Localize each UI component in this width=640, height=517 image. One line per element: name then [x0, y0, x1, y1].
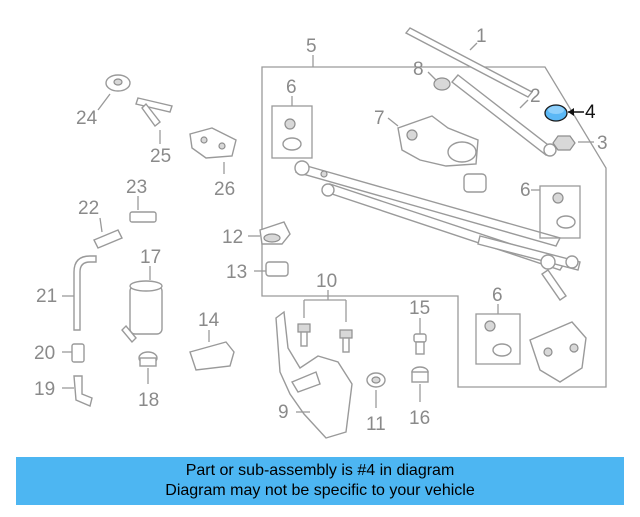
callout-22: 22: [78, 198, 99, 219]
callout-9: 9: [278, 402, 289, 423]
nut-part: [552, 135, 594, 151]
washer-reservoir-part-9: [275, 310, 353, 439]
grommet-part-16: [411, 366, 429, 402]
bushing-part: [463, 173, 487, 193]
wiper-motor-part: [387, 115, 479, 167]
cover-part: [427, 71, 451, 91]
cap-part-13: [254, 261, 289, 277]
callout-21: 21: [36, 286, 57, 307]
washer-pump-part-17: [121, 266, 163, 344]
callout-14: 14: [198, 310, 220, 331]
connector-part-22: [93, 217, 123, 249]
callout-8: 8: [413, 59, 424, 80]
callout-23: 23: [126, 177, 147, 198]
elbow-part-19: [62, 375, 93, 407]
bolts-part-10: [297, 290, 353, 353]
cap-part-highlighted: [544, 104, 584, 122]
grommet-box-lower: [475, 304, 521, 365]
callout-15: 15: [409, 298, 430, 319]
connector-part-23: [129, 196, 157, 223]
callout-1: 1: [476, 26, 487, 47]
callout-17: 17: [140, 247, 161, 268]
banner-line-disclaimer: Diagram may not be specific to your vehi…: [165, 482, 475, 499]
info-banner: Part or sub-assembly is #4 in diagram Di…: [16, 457, 624, 505]
washer-jet-part-26: [189, 127, 237, 174]
callout-25: 25: [150, 146, 171, 167]
wiper-arm-part: [450, 74, 557, 157]
callout-10: 10: [316, 271, 337, 292]
callout-20: 20: [34, 343, 55, 364]
callout-3: 3: [597, 133, 608, 154]
callout-18: 18: [138, 390, 159, 411]
linkage-frame-outline: [261, 66, 607, 388]
clip-part-12: [248, 221, 291, 245]
callout-6-right: 6: [520, 180, 531, 201]
grommet-part-24: [97, 74, 131, 111]
grommet-part-15: [413, 318, 427, 355]
grommet-box-left: [271, 96, 313, 159]
bracket-part-14: [189, 330, 235, 371]
callout-4: 4: [585, 102, 596, 123]
banner-line-part-number: Part or sub-assembly is #4 in diagram: [185, 462, 455, 479]
grommet-part-18: [138, 351, 158, 384]
callout-13: 13: [226, 262, 247, 283]
bushing-part-20: [62, 343, 85, 363]
arm-part-25: [135, 97, 173, 144]
callout-7: 7: [374, 108, 385, 129]
grommet-box-right: [531, 185, 581, 239]
grommet-part-11: [366, 372, 386, 408]
callout-26: 26: [214, 179, 235, 200]
linkage-assembly-part: [294, 160, 581, 301]
callout-6-lower: 6: [492, 285, 503, 306]
callout-12: 12: [222, 227, 243, 248]
callout-5: 5: [306, 36, 317, 57]
callout-24: 24: [76, 108, 98, 129]
callout-2: 2: [530, 86, 541, 107]
hose-part-21: [62, 255, 97, 331]
wiper-blade-part: [404, 27, 534, 98]
callout-19: 19: [34, 379, 55, 400]
callout-11: 11: [366, 414, 386, 435]
callout-6-left: 6: [286, 77, 297, 98]
bracket-part: [529, 321, 587, 383]
callout-16: 16: [409, 408, 430, 429]
